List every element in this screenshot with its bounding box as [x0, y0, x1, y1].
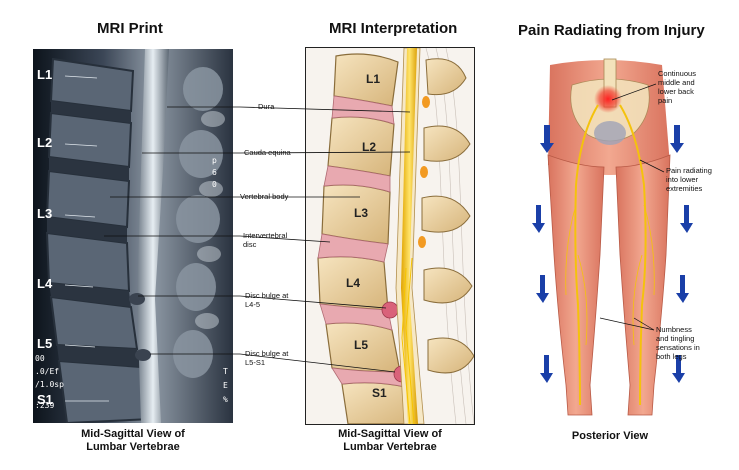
pain-label-line: Pain radiating — [666, 166, 712, 175]
annotation-dura: Dura — [258, 102, 275, 111]
mri-print-title: MRI Print — [97, 20, 163, 37]
annotation-line: Intervertebral — [243, 231, 288, 240]
mri-side-char: E — [223, 381, 228, 390]
mri-image: L1 L2 L3 L4 L5 S1 p 6 0 T E % 00 .0/Ef /… — [33, 49, 233, 423]
mri-side-char: T — [223, 367, 228, 376]
illus-label-l1: L1 — [366, 72, 381, 86]
mri-label-l5: L5 — [37, 336, 53, 351]
annotation-disc-bulge-l4-5: Disc bulge at L4-5 — [245, 291, 288, 309]
pain-label-line: Continuous — [658, 69, 696, 78]
pain-label-numbness: Numbness and tingling sensations in both… — [656, 325, 700, 361]
pain-label-back: Continuous middle and lower back pain — [658, 69, 696, 105]
mri-overlay-text: 00 — [35, 354, 45, 363]
annotation-intervertebral-disc: Intervertebral disc — [243, 231, 287, 249]
mri-label-l1: L1 — [37, 67, 53, 82]
illus-label-l3: L3 — [354, 206, 369, 220]
annotation-vertebral-body: Vertebral body — [240, 192, 289, 201]
annotation-line: Disc bulge at — [245, 349, 289, 358]
mri-side-char: 0 — [212, 180, 217, 189]
pain-label-line: pain — [658, 96, 673, 105]
illus-label-l5: L5 — [354, 338, 369, 352]
pain-label-line: and tingling — [656, 334, 695, 343]
illus-label-l4: L4 — [346, 276, 361, 290]
pain-title: Pain Radiating from Injury — [518, 22, 705, 39]
pain-label-line: sensations in — [656, 343, 700, 352]
mri-side-char: p — [212, 156, 217, 165]
mri-overlay-text: .0/Ef — [35, 367, 60, 376]
pain-label-line: Numbness — [656, 325, 692, 334]
annotation-line: disc — [243, 240, 257, 249]
pain-label-line: lower back — [658, 87, 694, 96]
mri-interpretation-title: MRI Interpretation — [329, 20, 458, 37]
mri-label-s1: S1 — [37, 392, 53, 407]
mri-caption-line: Mid-Sagittal View of — [81, 428, 185, 440]
annotation-line: L5-S1 — [245, 358, 266, 367]
mri-image-drawing — [33, 49, 233, 423]
mri-label-l3: L3 — [37, 206, 53, 221]
annotation-line: L4-5 — [245, 300, 261, 309]
mri-side-char: % — [223, 395, 228, 404]
interp-caption-line: Lumbar Vertebrae — [343, 441, 437, 453]
mri-label-l2: L2 — [37, 135, 53, 150]
illus-label-s1: S1 — [372, 386, 387, 400]
mri-overlay-text: /1.0sp — [35, 380, 64, 389]
legs-illustration — [532, 58, 693, 416]
annotation-disc-bulge-l5-s1: Disc bulge at L5-S1 — [245, 349, 288, 367]
annotation-line: Disc bulge at — [245, 291, 289, 300]
posterior-caption: Posterior View — [571, 430, 649, 442]
posterior-view — [520, 55, 700, 427]
mri-label-l4: L4 — [37, 276, 53, 291]
pain-label-line: middle and — [658, 78, 695, 87]
mri-side-char: 6 — [212, 168, 217, 177]
pain-label-legs: Pain radiating into lower extremities — [666, 166, 712, 193]
mri-caption-line: Lumbar Vertebrae — [86, 441, 180, 453]
mri-overlay-text: :239 — [35, 401, 55, 410]
spine-illustration — [306, 48, 474, 424]
pain-label-line: both legs — [656, 352, 687, 361]
interpretation-frame: L1 L2 L3 L4 L5 S1 — [305, 47, 475, 425]
interpretation-caption: Mid-Sagittal View of Lumbar Vertebrae — [310, 428, 470, 454]
mri-caption: Mid-Sagittal View of Lumbar Vertebrae — [53, 428, 213, 454]
pain-label-line: extremities — [666, 184, 703, 193]
annotation-cauda-equina: Cauda equina — [244, 148, 291, 157]
pain-label-line: into lower — [666, 175, 699, 184]
interp-caption-line: Mid-Sagittal View of — [338, 428, 442, 440]
illus-label-l2: L2 — [362, 140, 377, 154]
